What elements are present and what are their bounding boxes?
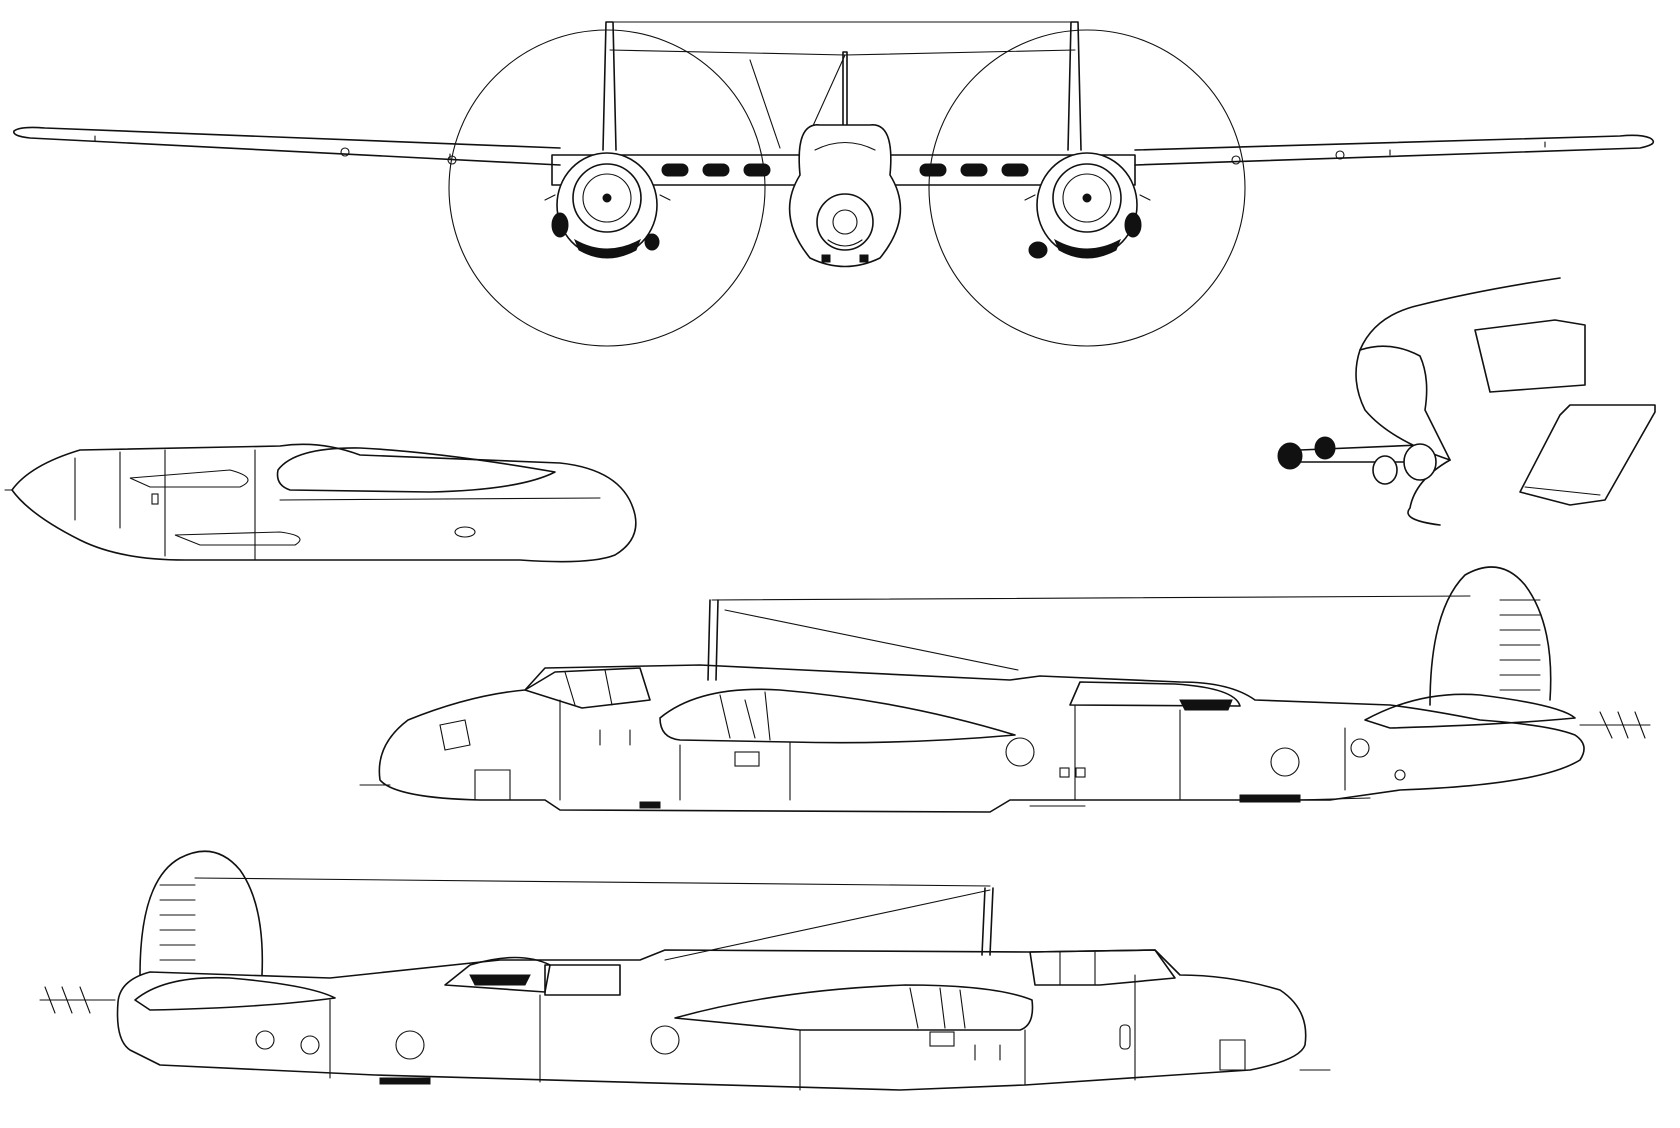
engine-nacelle-side-1	[659, 688, 1016, 744]
tail-fin-1	[1429, 566, 1552, 706]
intake-3	[743, 163, 771, 177]
intake-2	[702, 163, 730, 177]
front-canopy-1	[524, 667, 651, 709]
right-wing	[1134, 134, 1655, 166]
intake-1	[661, 163, 689, 177]
side-view-left	[359, 566, 1651, 813]
nose-detail-view	[1277, 277, 1656, 526]
intake-4	[919, 163, 947, 177]
centre-section	[551, 154, 1136, 186]
intake-5	[960, 163, 988, 177]
gun-muzzle-icon-2	[1314, 436, 1336, 460]
left-propeller-disc	[448, 29, 766, 347]
top-nacelle-canopy	[276, 447, 556, 493]
nose-glazing	[1359, 345, 1451, 461]
tail-fin-2	[139, 850, 264, 976]
left-engine-nacelle	[544, 152, 671, 259]
left-wing	[13, 126, 561, 166]
rear-canopy-1	[1069, 681, 1241, 707]
right-propeller-disc	[928, 29, 1246, 347]
top-nacelle-view	[4, 443, 637, 563]
hatch-door	[1519, 404, 1656, 506]
gun-muzzle-icon-1	[1277, 442, 1303, 470]
fuselage-side-2	[116, 949, 1307, 1091]
side-window-panel	[1474, 319, 1586, 393]
tailplane-2	[134, 976, 336, 1011]
antenna-wire-side-2	[194, 877, 991, 961]
engine-nacelle-side-2	[674, 984, 1034, 1031]
intake-6	[1001, 163, 1029, 177]
antenna-wire-side-1	[711, 595, 1471, 671]
right-fin	[1067, 21, 1082, 151]
front-canopy-2	[1029, 949, 1176, 986]
fuselage-side-1	[378, 664, 1585, 813]
front-view	[13, 21, 1655, 347]
right-engine-nacelle	[1024, 152, 1151, 259]
tailplane-1	[1364, 693, 1576, 729]
left-spinner-icon	[602, 193, 612, 203]
antenna-mast-side-1	[707, 599, 719, 681]
left-fin	[602, 21, 617, 151]
fuselage-front	[788, 124, 902, 268]
antenna-mast-side-2	[981, 887, 994, 956]
side-view-right	[39, 850, 1331, 1091]
right-spinner-icon	[1082, 193, 1092, 203]
antenna-mast	[842, 51, 848, 126]
